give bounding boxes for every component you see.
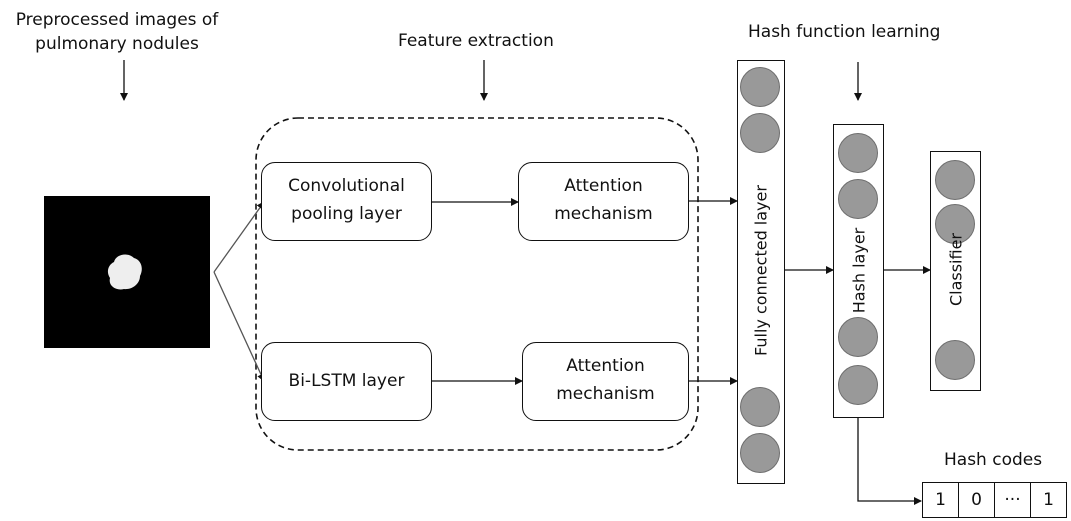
hash-code-cell: 1 bbox=[923, 483, 959, 517]
preprocessed-line1: Preprocessed images of bbox=[15, 10, 219, 30]
fc-node bbox=[740, 433, 780, 473]
fc-node bbox=[740, 387, 780, 427]
hash-codes-label: Hash codes bbox=[944, 450, 1043, 470]
convolutional-pooling-box: Convolutional pooling layer bbox=[261, 162, 432, 241]
fully-connected-label: Fully connected layer bbox=[751, 185, 771, 356]
hash-function-learning-label: Hash function learning bbox=[748, 22, 941, 42]
preprocessed-images-label: Preprocessed images of pulmonary nodules bbox=[2, 8, 232, 56]
fc-node bbox=[740, 113, 780, 153]
bilstm-box: Bi-LSTM layer bbox=[261, 342, 432, 421]
hash-node bbox=[838, 133, 878, 173]
feature-extraction-label: Feature extraction bbox=[398, 31, 554, 51]
hash-code-cell: 0 bbox=[959, 483, 995, 517]
preprocessed-line2: pulmonary nodules bbox=[35, 34, 199, 54]
attention-mechanism-box-1: Attention mechanism bbox=[518, 162, 689, 241]
conv-line2: pooling layer bbox=[291, 204, 402, 224]
classifier-label: Classifier bbox=[946, 232, 966, 307]
att2-line1: Attention bbox=[566, 356, 645, 376]
att1-line2: mechanism bbox=[554, 204, 653, 224]
bilstm-label: Bi-LSTM layer bbox=[288, 371, 405, 391]
nodule-image bbox=[44, 196, 210, 348]
fc-node bbox=[740, 67, 780, 107]
hash-codes-row: 1 0 ··· 1 bbox=[922, 482, 1067, 518]
hash-node bbox=[838, 179, 878, 219]
hash-code-cell: 1 bbox=[1043, 490, 1054, 510]
att2-line2: mechanism bbox=[556, 384, 655, 404]
attention-mechanism-box-2: Attention mechanism bbox=[522, 342, 689, 421]
conv-line1: Convolutional bbox=[288, 176, 405, 196]
classifier-node bbox=[935, 160, 975, 200]
classifier-node bbox=[935, 340, 975, 380]
att1-line1: Attention bbox=[564, 176, 643, 196]
hash-node bbox=[838, 365, 878, 405]
nodule-blob bbox=[107, 254, 142, 290]
fully-connected-layer: Fully connected layer bbox=[737, 60, 785, 484]
hash-layer-label: Hash layer bbox=[849, 227, 869, 314]
classifier: Classifier bbox=[930, 151, 981, 391]
hash-node bbox=[838, 317, 878, 357]
classifier-node bbox=[935, 204, 975, 244]
hash-code-cell: ··· bbox=[995, 483, 1031, 517]
hash-layer: Hash layer bbox=[833, 124, 884, 418]
